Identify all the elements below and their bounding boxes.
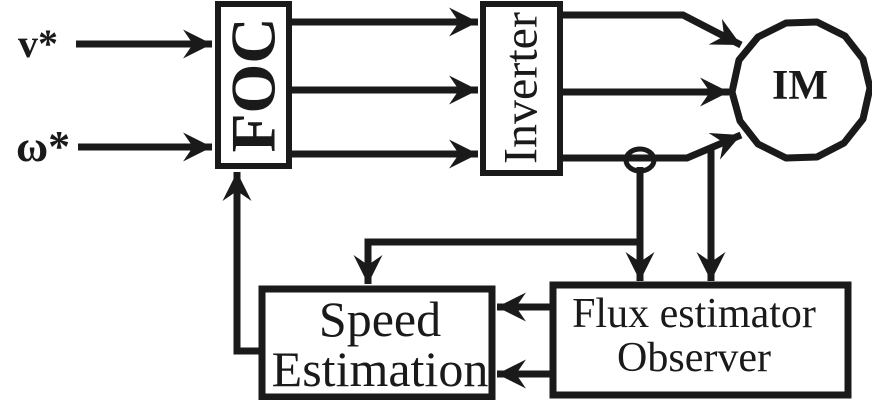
arrow-speed-to-foc-feedback (222, 171, 262, 355)
foc-block (215, 1, 292, 169)
v-ref-label: v* (18, 21, 58, 66)
flux-observer-block (549, 281, 852, 399)
speed-estimation-label-line2: Estimation (272, 341, 489, 397)
foc-label: FOC (218, 17, 289, 152)
inverter-label: Inverter (495, 12, 548, 164)
arrow-inverter-to-im-top (559, 11, 743, 49)
omega-ref-label: ω* (16, 122, 70, 171)
flux-observer-label-line1: Flux estimator (572, 291, 816, 337)
im-motor-circle (728, 18, 872, 162)
arrow-sensor-to-speed-estimation (353, 238, 640, 285)
speed-estimation-block (258, 285, 496, 400)
flux-observer-label-line2: Observer (617, 335, 771, 381)
im-label: IM (772, 63, 828, 109)
speed-estimation-label-line1: Speed (319, 291, 441, 347)
arrow-inverter-to-im-bottom (559, 131, 743, 162)
